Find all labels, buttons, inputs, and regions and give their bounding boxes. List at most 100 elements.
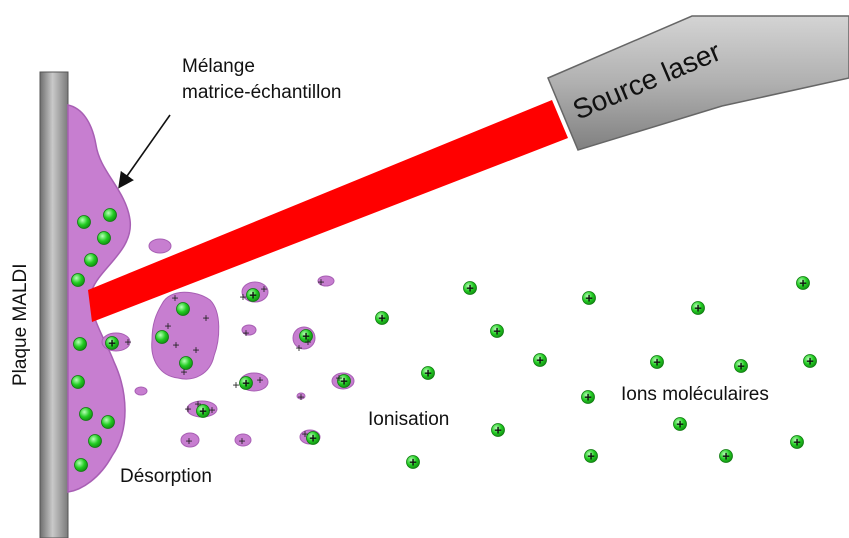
ion: + bbox=[673, 417, 687, 432]
ion: + bbox=[582, 291, 596, 306]
cluster-charge: + bbox=[238, 434, 245, 448]
ion: + bbox=[581, 390, 595, 405]
ion-charge: + bbox=[199, 404, 207, 419]
laser-beam bbox=[88, 100, 568, 322]
ion-charge: + bbox=[584, 390, 592, 405]
ion-charge: + bbox=[409, 455, 417, 470]
ion-charge: + bbox=[493, 324, 501, 339]
ion: + bbox=[299, 329, 313, 344]
ion: + bbox=[421, 366, 435, 381]
cluster-charge: + bbox=[202, 311, 209, 325]
cluster-blob bbox=[296, 392, 306, 400]
charges-layer: +++++++++++++++++++++++ bbox=[124, 275, 342, 448]
cluster-charge: + bbox=[260, 282, 267, 296]
ion-charge: + bbox=[494, 423, 502, 438]
ion: + bbox=[375, 311, 389, 326]
ion bbox=[97, 231, 111, 245]
ion bbox=[71, 375, 85, 389]
ion: + bbox=[463, 281, 477, 296]
ion-charge: + bbox=[242, 376, 250, 391]
cluster-charge: + bbox=[194, 397, 201, 411]
ion: + bbox=[246, 288, 260, 303]
ion-charge: + bbox=[466, 281, 474, 296]
cluster-charge: + bbox=[185, 434, 192, 448]
cluster-charge: + bbox=[164, 319, 171, 333]
ion-charge: + bbox=[722, 449, 730, 464]
cluster-charge: + bbox=[239, 290, 246, 304]
ion bbox=[101, 415, 115, 429]
cluster-charge: + bbox=[171, 291, 178, 305]
cluster-large bbox=[151, 291, 220, 380]
ion: + bbox=[533, 353, 547, 368]
cluster-blob bbox=[234, 433, 252, 447]
ion: + bbox=[734, 359, 748, 374]
ion-charge: + bbox=[378, 311, 386, 326]
cluster-blob bbox=[134, 386, 148, 396]
ion-charge: + bbox=[309, 431, 317, 446]
ion-charge: + bbox=[806, 354, 814, 369]
ion bbox=[179, 356, 193, 370]
ion: + bbox=[491, 423, 505, 438]
ion-charge: + bbox=[424, 366, 432, 381]
cluster-charge: + bbox=[301, 427, 308, 441]
ion-charge: + bbox=[302, 329, 310, 344]
cluster-charge: + bbox=[232, 378, 239, 392]
cluster-charge: + bbox=[208, 403, 215, 417]
cluster-charge: + bbox=[295, 341, 302, 355]
cluster-charge: + bbox=[304, 335, 311, 349]
desorption-label: Désorption bbox=[120, 466, 212, 487]
molecular-ions-label: Ions moléculaires bbox=[621, 384, 769, 405]
ion bbox=[77, 215, 91, 229]
cluster-blob bbox=[180, 432, 200, 448]
ion-charge: + bbox=[799, 276, 807, 291]
ion: + bbox=[239, 376, 253, 391]
ion: + bbox=[406, 455, 420, 470]
ion: + bbox=[337, 374, 351, 389]
maldi-plate bbox=[39, 71, 69, 538]
ion-charge: + bbox=[737, 359, 745, 374]
ion bbox=[84, 253, 98, 267]
mixture-label-line2: matrice-échantillon bbox=[182, 82, 341, 103]
ion: + bbox=[105, 336, 119, 351]
mixture-label-line1: Mélange bbox=[182, 56, 255, 77]
ion-charge: + bbox=[694, 301, 702, 316]
cluster-blob bbox=[317, 275, 335, 287]
ion: + bbox=[306, 431, 320, 446]
ion bbox=[103, 208, 117, 222]
ion-charge: + bbox=[793, 435, 801, 450]
ion: + bbox=[803, 354, 817, 369]
ion: + bbox=[196, 404, 210, 419]
ion bbox=[88, 434, 102, 448]
mixture-arrow bbox=[118, 114, 171, 189]
cluster-charge: + bbox=[180, 365, 187, 379]
ion: + bbox=[691, 301, 705, 316]
ion bbox=[155, 330, 169, 344]
laser-source-body bbox=[547, 15, 849, 151]
cluster-charge: + bbox=[124, 335, 131, 349]
ion-charge: + bbox=[587, 449, 595, 464]
plate-label: Plaque MALDI bbox=[10, 263, 31, 386]
ion: + bbox=[650, 355, 664, 370]
ion bbox=[176, 302, 190, 316]
cluster-charge: + bbox=[242, 326, 249, 340]
ion bbox=[74, 458, 88, 472]
ion bbox=[79, 407, 93, 421]
ion: + bbox=[719, 449, 733, 464]
cluster-blob bbox=[241, 324, 257, 336]
cluster-charge: + bbox=[256, 373, 263, 387]
cluster-charge: + bbox=[172, 338, 179, 352]
ion-charge: + bbox=[340, 374, 348, 389]
ion-charge: + bbox=[585, 291, 593, 306]
cluster-charge: + bbox=[335, 371, 342, 385]
ion-charge: + bbox=[676, 417, 684, 432]
cluster-charge: + bbox=[297, 390, 304, 404]
cluster-charge: + bbox=[317, 275, 324, 289]
ion bbox=[73, 337, 87, 351]
ion-charge: + bbox=[249, 288, 257, 303]
ion: + bbox=[584, 449, 598, 464]
ions-layer: +++++++++++++++++++++++++ bbox=[71, 208, 817, 472]
ion: + bbox=[796, 276, 810, 291]
ion-charge: + bbox=[653, 355, 661, 370]
ion-charge: + bbox=[536, 353, 544, 368]
